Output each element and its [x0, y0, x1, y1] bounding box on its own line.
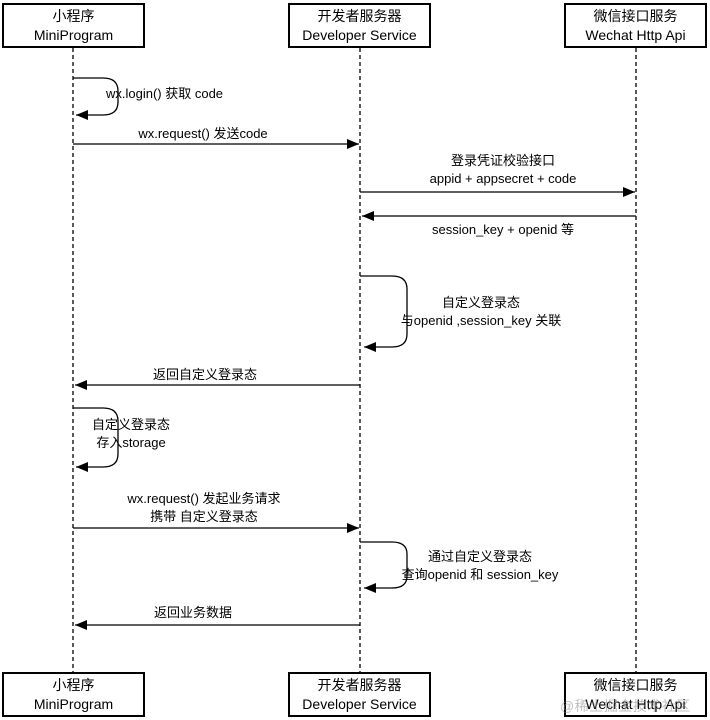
message-label-session-key-return: session_key + openid 等 [431, 222, 574, 237]
actor-miniprogram-top: 小程序 MiniProgram [2, 3, 145, 48]
actor-name-cn: 小程序 [52, 7, 95, 24]
message-label-send-code: wx.request() 发送code [138, 126, 268, 141]
message-label-custom-login-state: 自定义登录态 与openid ,session_key 关联 [400, 295, 562, 328]
actor-name-en: Developer Service [302, 26, 417, 43]
self-arrow-query-openid [360, 541, 408, 593]
actor-name-en: MiniProgram [33, 26, 114, 43]
message-label-business-request: wx.request() 发起业务请求 携带 自定义登录态 [127, 491, 281, 524]
message-label-wx-login: wx.login() 获取 code [106, 86, 224, 101]
actor-name-cn: 开发者服务器 [317, 676, 402, 693]
message-label-return-login-state: 返回自定义登录态 [152, 367, 257, 382]
watermark-text: @稀土掘金技术社区 [560, 698, 691, 714]
message-label-credential-check: 登录凭证校验接口 appid + appsecret + code [429, 153, 577, 186]
actor-name-en: MiniProgram [33, 695, 114, 712]
self-arrow-custom-login-state [360, 275, 408, 352]
message-label-query-openid: 通过自定义登录态 查询openid 和 session_key [401, 549, 559, 582]
actor-miniprogram-bottom: 小程序 MiniProgram [2, 672, 145, 717]
actor-name-cn: 开发者服务器 [317, 7, 402, 24]
actor-name-en: Developer Service [302, 695, 417, 712]
message-label-return-business-data: 返回业务数据 [153, 605, 232, 620]
actor-wechat-api-top: 微信接口服务 Wechat Http Api [564, 3, 707, 48]
actor-name-en: Wechat Http Api [585, 26, 686, 43]
actor-name-en: Wechat Http Api [585, 695, 686, 712]
actor-developer-service-top: 开发者服务器 Developer Service [288, 3, 431, 48]
self-arrow-wx-login [73, 77, 119, 120]
actor-name-cn: 小程序 [52, 676, 95, 693]
actor-name-cn: 微信接口服务 [593, 7, 678, 24]
actor-name-cn: 微信接口服务 [593, 676, 678, 693]
actor-wechat-api-bottom: 微信接口服务 Wechat Http Api [564, 672, 707, 717]
self-arrow-store-storage [73, 407, 119, 472]
actor-developer-service-bottom: 开发者服务器 Developer Service [288, 672, 431, 717]
message-label-store-storage: 自定义登录态 存入storage [91, 417, 170, 450]
